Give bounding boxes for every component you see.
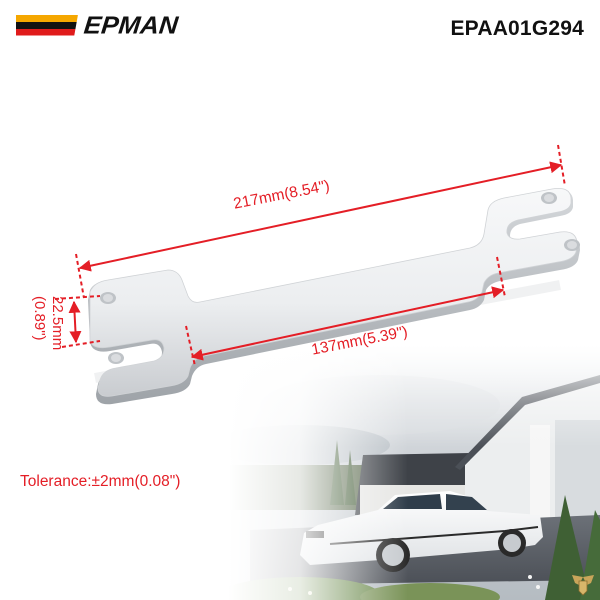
dimension-fork-gap xyxy=(54,295,101,348)
fork-gap-mm: 22.5mm xyxy=(49,296,66,351)
product-sku: EPAA01G294 xyxy=(450,17,584,40)
winged-shield-icon xyxy=(572,575,594,596)
mounting-hole xyxy=(564,239,580,251)
brand-stripes-icon xyxy=(16,14,78,36)
dimension-overall-length xyxy=(75,144,566,299)
fork-gap-in: (0.89") xyxy=(31,296,48,341)
tolerance-note: Tolerance:±2mm(0.08") xyxy=(20,473,181,490)
mounting-hole xyxy=(108,352,124,364)
fork-gap-label: 22.5mm (0.89") xyxy=(4,296,74,376)
brand-name: EPMAN xyxy=(82,10,180,40)
mounting-hole xyxy=(541,192,557,204)
brand-logo: EPMAN xyxy=(16,10,180,40)
mounting-hole xyxy=(100,292,116,304)
dimension-center-length xyxy=(185,256,506,367)
